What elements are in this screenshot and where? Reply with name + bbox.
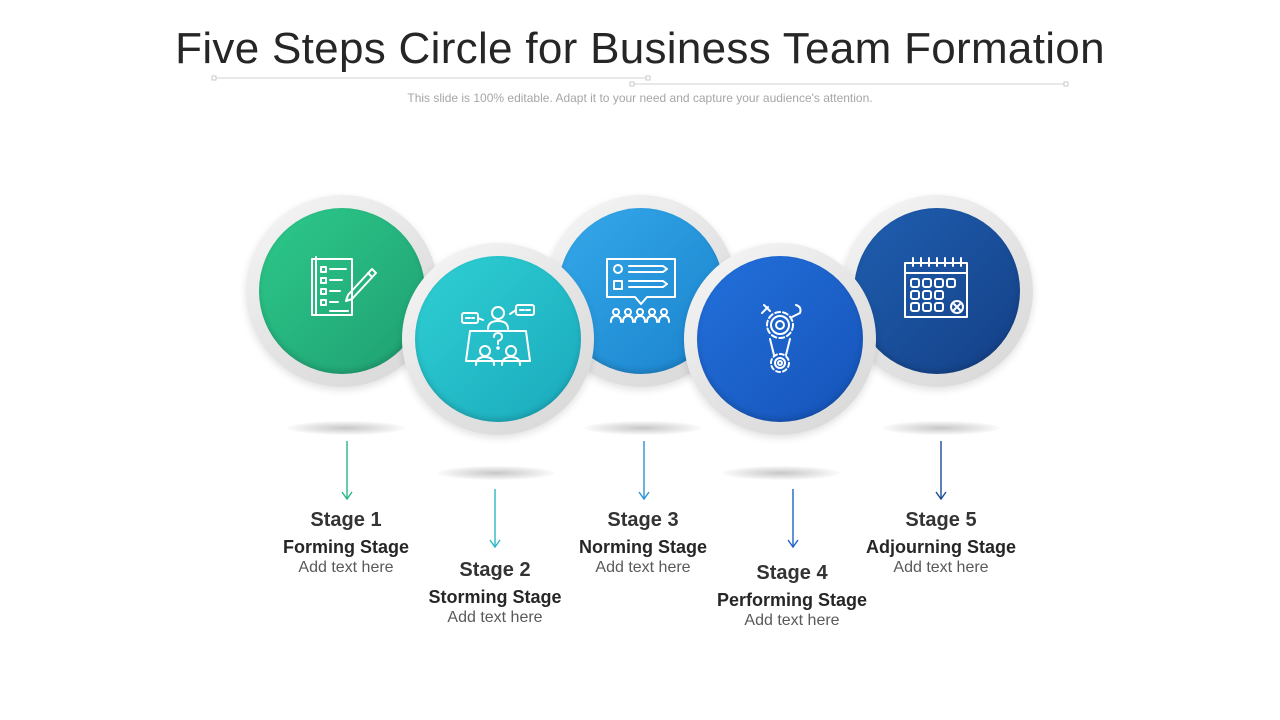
stage-4-arrow [787, 489, 799, 549]
stage-1-number: Stage 1 [310, 509, 382, 531]
stage-1-disc [259, 208, 425, 374]
stage-2-disc [415, 256, 581, 422]
stage-3-shadow [584, 421, 702, 435]
stage-4-number: Stage 4 [756, 562, 828, 584]
stage-3-description[interactable]: Add text here [595, 559, 691, 576]
stage-1-shadow [287, 421, 405, 435]
stage-5-number: Stage 5 [905, 509, 977, 531]
stage-4-disc [697, 256, 863, 422]
stage-5-disc [854, 208, 1020, 374]
title-underline [211, 75, 1069, 87]
stage-5-text: Stage 5 Adjourning Stage Add text here [841, 508, 1041, 578]
stage-1-description[interactable]: Add text here [298, 559, 394, 576]
stage-2-text: Stage 2 Storming Stage Add text here [395, 558, 595, 628]
stage-4-shadow [722, 466, 840, 480]
checklist-pen-icon [311, 256, 377, 316]
stage-5-shadow [882, 421, 1000, 435]
stage-3-name: Norming Stage [578, 537, 707, 557]
stage-2-name: Storming Stage [428, 587, 562, 607]
meeting-question-icon [461, 304, 535, 366]
stage-4-text: Stage 4 Performing Stage Add text here [692, 561, 892, 631]
stage-2-description[interactable]: Add text here [447, 609, 543, 626]
stage-3-text: Stage 3 Norming Stage Add text here [543, 508, 743, 578]
stage-4-description[interactable]: Add text here [744, 612, 840, 629]
stage-5-description[interactable]: Add text here [893, 559, 989, 576]
presentation-audience-icon [606, 258, 676, 323]
stage-2-shadow [437, 466, 555, 480]
stage-1-text: Stage 1 Forming Stage Add text here [246, 508, 446, 578]
page-subtitle: This slide is 100% editable. Adapt it to… [407, 91, 873, 105]
stage-5-arrow [935, 441, 947, 501]
page-title: Five Steps Circle for Business Team Form… [175, 24, 1105, 73]
stage-3-number: Stage 3 [607, 509, 679, 531]
stage-1-arrow [341, 441, 353, 501]
gears-wrench-icon [761, 304, 802, 373]
stage-4-name: Performing Stage [716, 590, 868, 610]
calendar-cancel-icon [904, 257, 968, 318]
stage-4-circle[interactable] [684, 243, 876, 435]
stage-1-name: Forming Stage [282, 537, 409, 557]
stage-5-name: Adjourning Stage [866, 537, 1016, 557]
stage-2-number: Stage 2 [459, 559, 531, 581]
stage-2-circle[interactable] [402, 243, 594, 435]
stage-2-arrow [489, 489, 501, 549]
stage-3-arrow [638, 441, 650, 501]
